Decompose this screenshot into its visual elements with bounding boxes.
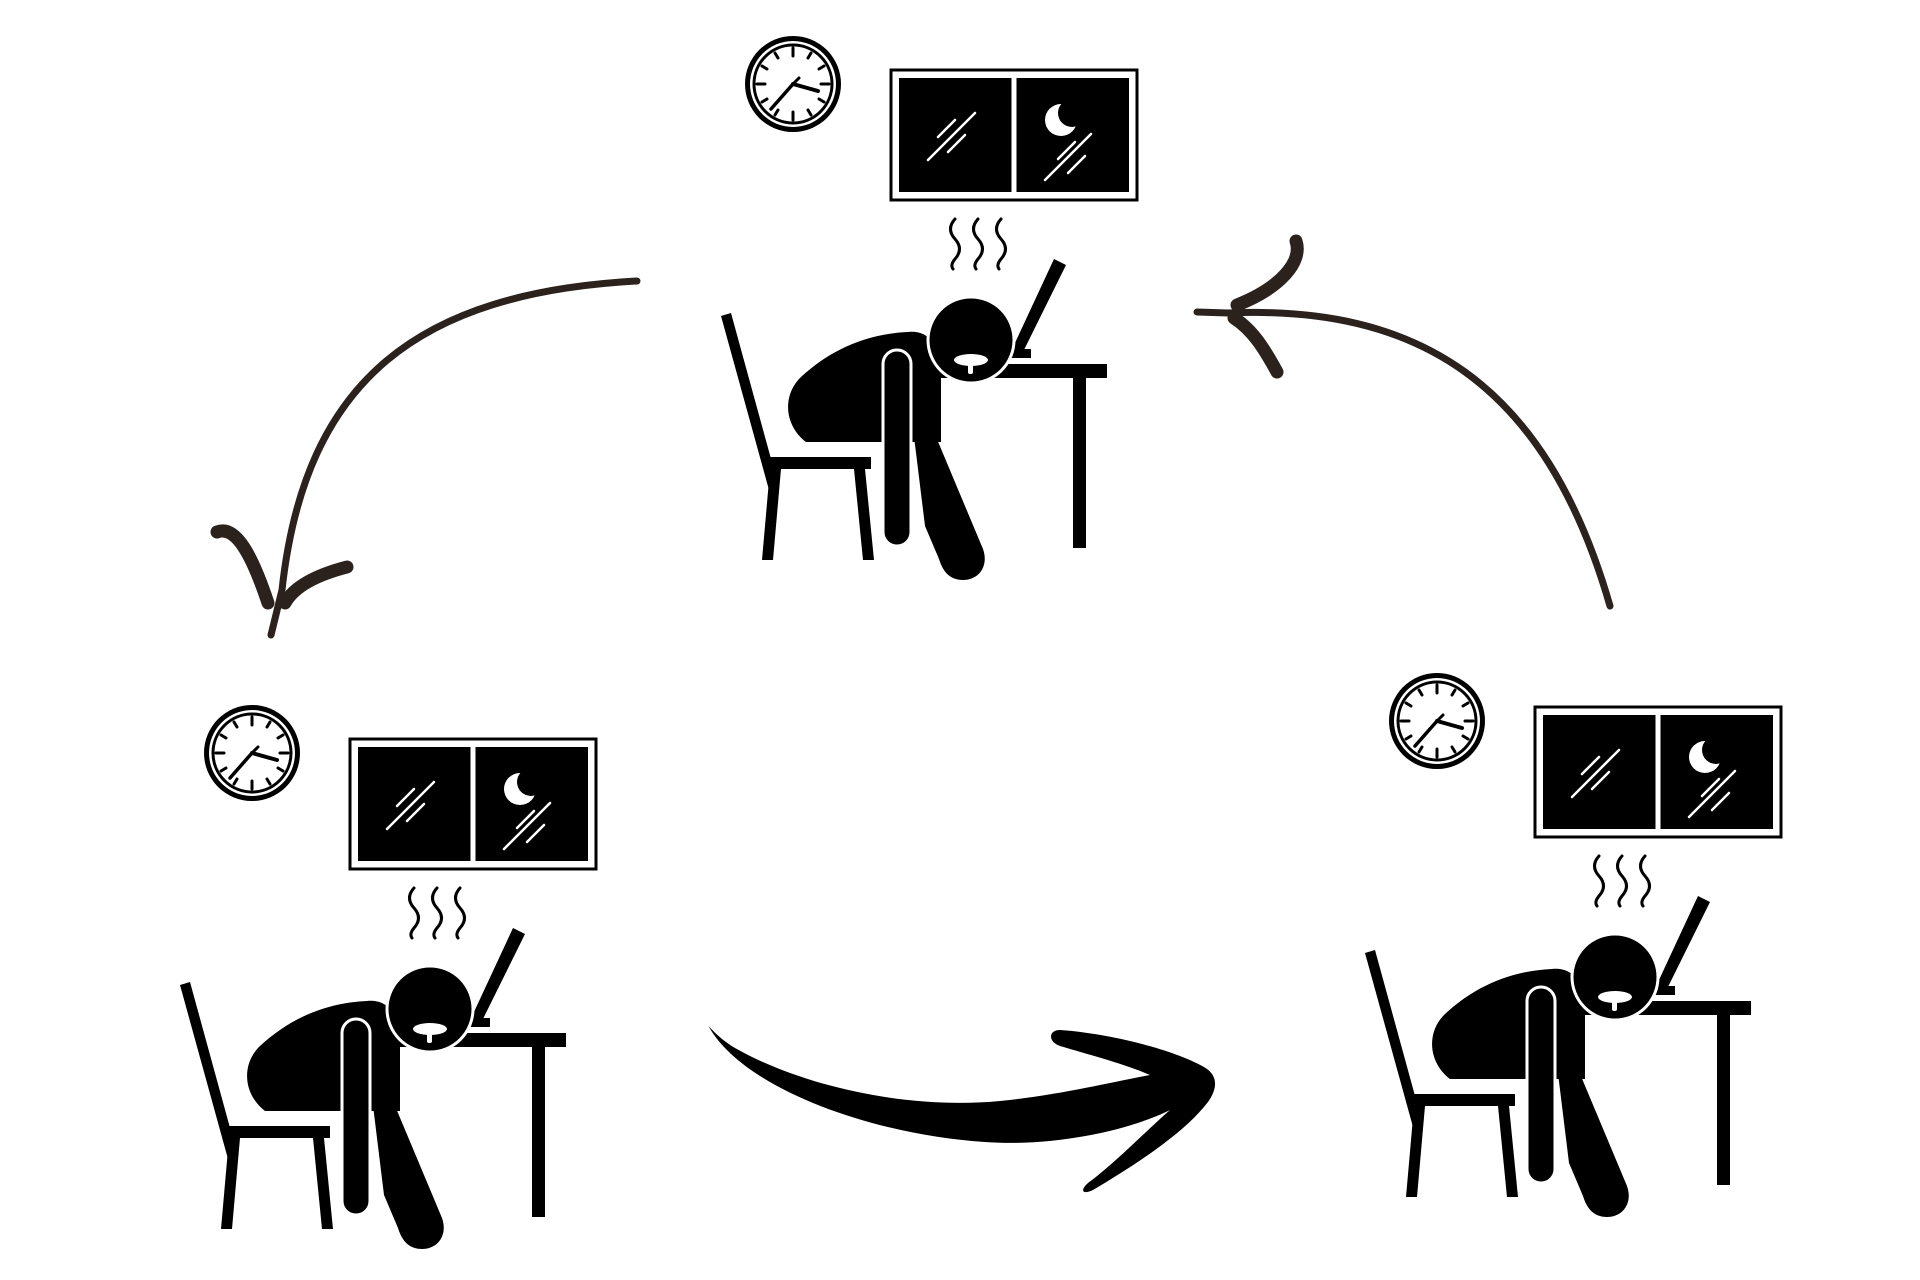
scene-bottom-right	[1365, 673, 1781, 1217]
scene-top	[721, 36, 1137, 580]
arrow-bottom-left-to-bottom-right	[708, 1025, 1216, 1193]
arrow-top-to-bottom-left	[210, 277, 641, 639]
scene-bottom-left	[180, 705, 596, 1249]
arrow-bottom-right-to-top	[1193, 234, 1614, 610]
